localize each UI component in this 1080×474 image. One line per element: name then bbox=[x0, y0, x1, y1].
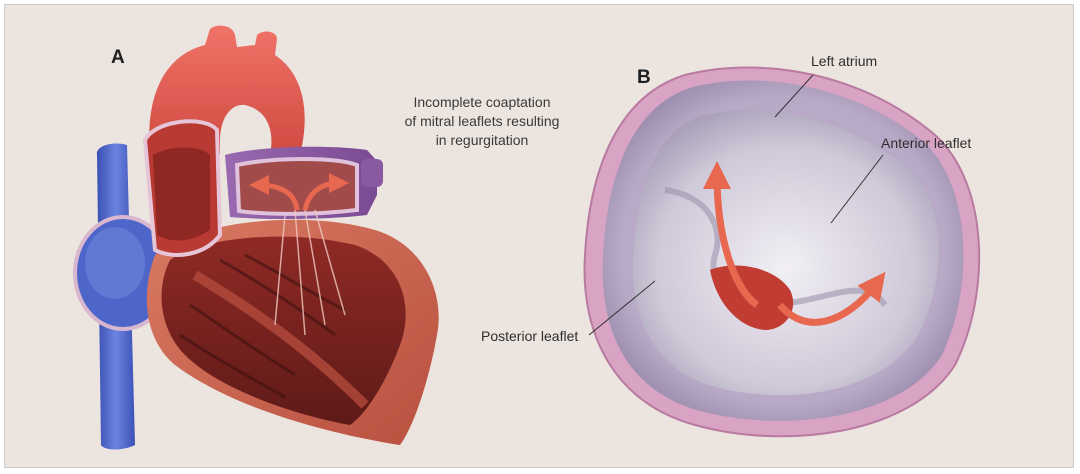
mitral-valve-view bbox=[583, 66, 981, 438]
heart-cross-section bbox=[73, 25, 439, 450]
regurgitation-caption: Incomplete coaptation of mitral leaflets… bbox=[377, 93, 587, 150]
mitral-regurgitation-illustration bbox=[73, 25, 981, 450]
panel-letter-a: A bbox=[111, 47, 125, 68]
regurgitation-arrow-left bbox=[249, 175, 300, 211]
regurgitation-arrow-right bbox=[302, 173, 349, 211]
panel-letter-b: B bbox=[637, 67, 651, 88]
illustration-frame: A B Incomplete coaptation of mitral leaf… bbox=[4, 4, 1074, 468]
label-anterior-leaflet: Anterior leaflet bbox=[881, 135, 972, 151]
leader-left-atrium bbox=[774, 74, 814, 118]
caption-line-1: Incomplete coaptation bbox=[413, 94, 551, 110]
label-left-atrium: Left atrium bbox=[811, 53, 878, 69]
label-posterior-leaflet: Posterior leaflet bbox=[481, 328, 579, 344]
regurgitation-arrow-right-b bbox=[777, 271, 886, 326]
leader-posterior-leaflet bbox=[588, 280, 656, 336]
regurgitation-arrow-up bbox=[703, 161, 760, 308]
leader-anterior-leaflet bbox=[830, 154, 884, 224]
caption-line-2: of mitral leaflets resulting bbox=[404, 113, 560, 129]
caption-line-3: in regurgitation bbox=[435, 132, 529, 148]
